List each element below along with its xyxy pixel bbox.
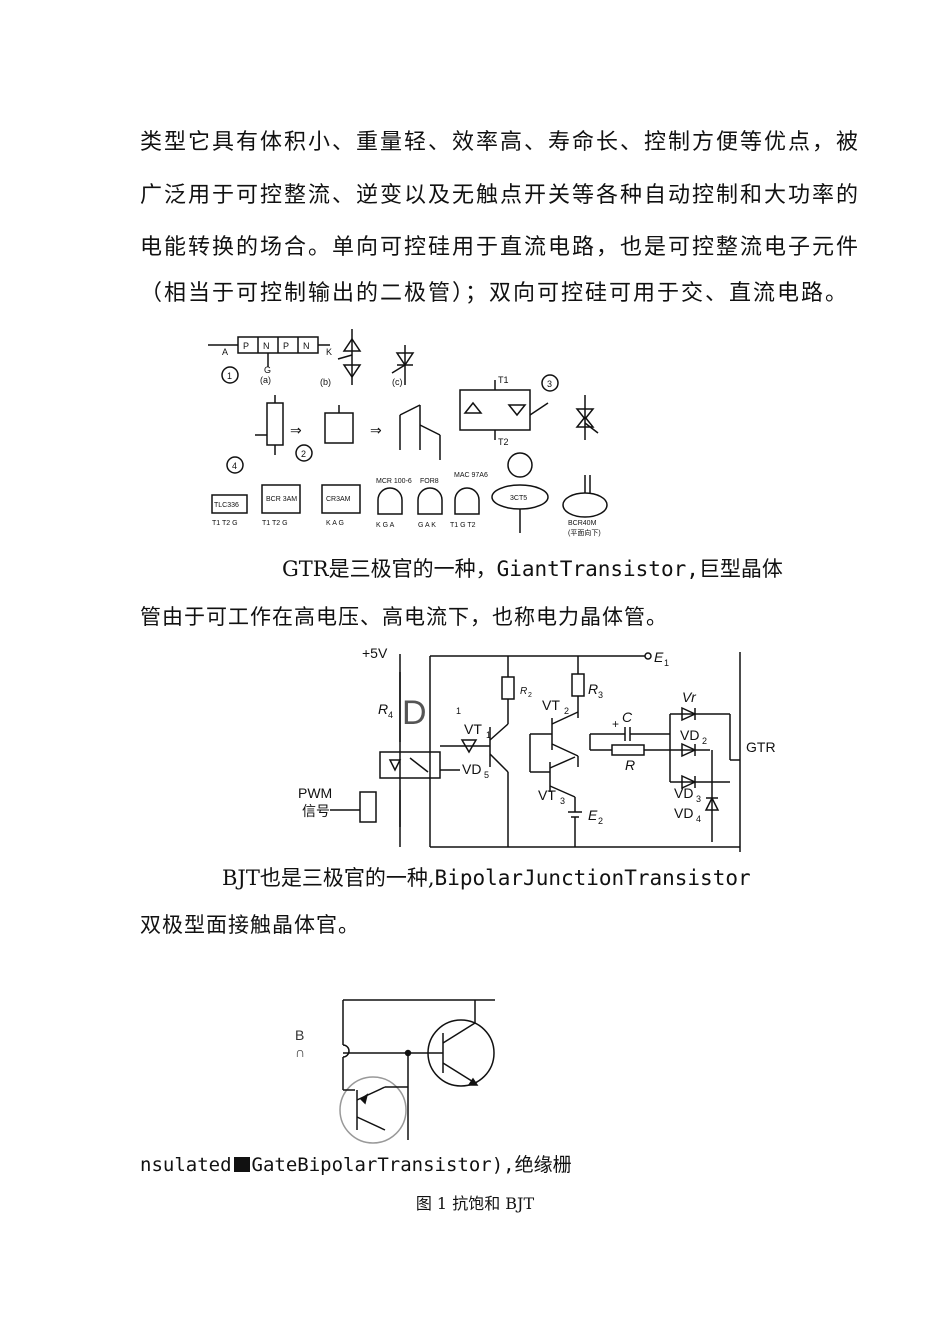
equiv-arrow-icon: ⇒ bbox=[290, 422, 302, 438]
bjt-c-label: ∩ bbox=[295, 1044, 305, 1060]
bjt-figure: B ∩ bbox=[295, 999, 495, 1144]
label-k: K bbox=[326, 347, 332, 357]
intro-line-4: （相当于可控制输出的二极管）；双向可控硅可用于交、直流电路。 bbox=[140, 281, 850, 306]
pkg-bcr40m: BCR40M bbox=[568, 520, 597, 527]
bjt-desc: 也是三极官的一种, bbox=[259, 866, 435, 890]
plus-label: + bbox=[612, 717, 619, 731]
igbt-line: nsulated GateBipolarTransistor),绝缘栅 bbox=[140, 1150, 572, 1177]
c-label: C bbox=[622, 709, 633, 725]
circle-3-label: 3 bbox=[547, 379, 552, 389]
bjt-b-label: B bbox=[295, 1027, 304, 1043]
vt2-label: VT bbox=[542, 697, 560, 713]
e2-sub: 2 bbox=[598, 816, 603, 826]
bjt-abbr: BJT bbox=[222, 866, 260, 890]
pkg-cr3am: CR3AM bbox=[326, 496, 351, 503]
label-a: A bbox=[222, 347, 228, 357]
igbt-black-block bbox=[233, 1157, 250, 1172]
sub-a: (a) bbox=[260, 375, 271, 385]
vcc-label: +5V bbox=[362, 645, 388, 661]
t2-label: T2 bbox=[498, 437, 509, 447]
pkg-3ct5: 3CT5 bbox=[510, 495, 527, 502]
gtr-abbr: GTR bbox=[282, 557, 329, 581]
pkg-mac97a6-pins: T1 G T2 bbox=[450, 522, 476, 529]
igbt-text-b: GateBipolarTransistor), bbox=[251, 1154, 515, 1176]
vd2-label: VD bbox=[680, 727, 699, 743]
equiv-arrow-2-icon: ⇒ bbox=[370, 422, 382, 438]
intro-line-2: 广泛用于可控整流、逆变以及无触点开关等各种自动控制和大功率的 bbox=[140, 183, 861, 208]
r-label: R bbox=[625, 757, 635, 773]
gtr-line-1: GTR是三极官的一种，GiantTransistor,巨型晶体 bbox=[282, 553, 783, 583]
r4-label: R bbox=[378, 701, 388, 717]
pkg-for8-pins: G A K bbox=[418, 522, 436, 529]
vd4-label: VD bbox=[674, 805, 693, 821]
gtr-desc-a: 是三极官的一种， bbox=[328, 557, 497, 581]
d-big-label: D bbox=[402, 694, 427, 732]
e1-label: E bbox=[654, 649, 664, 665]
pnpn-letter-2: N bbox=[263, 341, 270, 351]
gtr-line-2: 管由于可工作在高电压、高电流下，也称电力晶体管。 bbox=[140, 605, 668, 629]
pnpn-letter-4: N bbox=[303, 341, 310, 351]
circle-4-label: 4 bbox=[232, 461, 237, 471]
pkg-tlc336: TLC336 bbox=[214, 502, 239, 509]
label-g: G bbox=[264, 365, 271, 375]
pkg-mcr100: MCR 100-6 bbox=[376, 478, 412, 485]
vt1-label: VT bbox=[464, 721, 482, 737]
gtr-desc-b: 巨型晶体 bbox=[698, 557, 783, 581]
bjt-line-2: 双极型面接触晶体官。 bbox=[140, 913, 360, 937]
r4-sub: 4 bbox=[388, 710, 393, 720]
pkg-bcr3am: BCR 3AM bbox=[266, 496, 297, 503]
r3-sub: 3 bbox=[598, 690, 603, 700]
vt1-sub: 1 bbox=[486, 730, 491, 740]
vd4-sub: 4 bbox=[696, 814, 701, 824]
vt2-sub: 2 bbox=[564, 706, 569, 716]
igbt-text-c: 绝缘栅 bbox=[514, 1154, 572, 1176]
pkg-bcr3am-pins: T1 T2 G bbox=[262, 520, 288, 527]
gtr-label: GTR bbox=[746, 739, 776, 755]
pwm-signal-label: 信号 bbox=[302, 803, 330, 819]
circle-1-label: 1 bbox=[227, 371, 232, 381]
pkg-cr3am-pins: K A G bbox=[326, 520, 344, 527]
vd2-sub: 2 bbox=[702, 736, 707, 746]
pkg-tlc336-pins: T1 T2 G bbox=[212, 520, 238, 527]
intro-line-3: 电能转换的场合。单向可控硅用于直流电路，也是可控整流电子元件 bbox=[140, 235, 861, 260]
vd5-sub: 5 bbox=[484, 770, 489, 780]
igbt-text-a: nsulated bbox=[140, 1154, 232, 1176]
vd3-label: VD bbox=[674, 785, 693, 801]
gtr-fullname: GiantTransistor, bbox=[496, 557, 699, 581]
bjt-line-1: BJT也是三极官的一种,BipolarJunctionTransistor bbox=[222, 862, 751, 892]
r2-label: R bbox=[520, 686, 527, 697]
e2-label: E bbox=[588, 807, 598, 823]
thyristor-figure: P N P N A K G 1 (a) (b) (c) 2 3 4 T1 T2 … bbox=[208, 329, 608, 537]
bjt-fullname: BipolarJunctionTransistor bbox=[434, 866, 751, 890]
r2-sub: 2 bbox=[528, 692, 532, 699]
pwm-label: PWM bbox=[298, 785, 332, 801]
gtr-drive-circuit: +5V E 1 R 4 D 1 R 2 R 3 VT 1 VT 2 VT 3 V… bbox=[298, 645, 776, 852]
d-one-label: 1 bbox=[456, 706, 461, 716]
vd5-label: VD bbox=[462, 761, 481, 777]
pkg-mac97a6: MAC 97A6 bbox=[454, 472, 488, 479]
pkg-bcr40m-note: (平面向下) bbox=[568, 528, 601, 537]
r3-label: R bbox=[588, 681, 598, 697]
vr-label: Vr bbox=[682, 689, 697, 705]
sub-c: (c) bbox=[392, 377, 403, 387]
figure-caption: 图 1 抗饱和 BJT bbox=[415, 1194, 535, 1213]
intro-line-1: 类型它具有体积小、重量轻、效率高、寿命长、控制方便等优点，被 bbox=[140, 130, 861, 155]
pnpn-letter-3: P bbox=[283, 341, 289, 351]
pkg-for8: FOR8 bbox=[420, 478, 439, 485]
vt3-sub: 3 bbox=[560, 796, 565, 806]
circle-2-label: 2 bbox=[301, 449, 306, 459]
vd3-sub: 3 bbox=[696, 794, 701, 804]
pkg-mcr100-pins: K G A bbox=[376, 522, 395, 529]
vt3-label: VT bbox=[538, 787, 556, 803]
t1-label: T1 bbox=[498, 375, 509, 385]
e1-sub: 1 bbox=[664, 658, 669, 668]
sub-b: (b) bbox=[320, 377, 331, 387]
pnpn-letter-1: P bbox=[243, 341, 249, 351]
